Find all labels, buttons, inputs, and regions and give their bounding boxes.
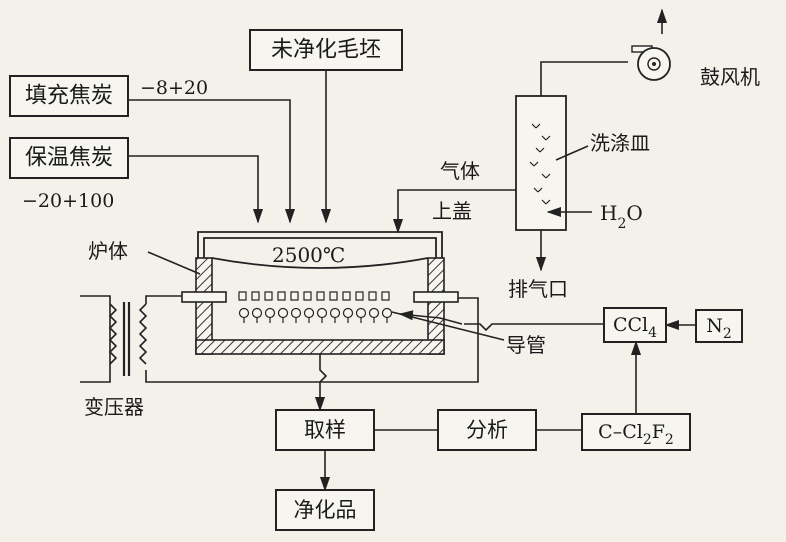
scrubber xyxy=(515,95,567,231)
left-electrode xyxy=(181,291,227,303)
cclf-box xyxy=(581,413,691,451)
ccl4-supply-line xyxy=(464,323,604,332)
insulation-coke-box xyxy=(9,137,129,179)
transformer xyxy=(80,295,479,383)
temperature-label: 2500℃ xyxy=(272,243,345,267)
fan-icon xyxy=(631,45,671,81)
exhaust-label: 排气口 xyxy=(508,277,568,301)
furnace-to-sampling-line xyxy=(314,354,328,412)
lid-label: 上盖 xyxy=(432,199,472,223)
charge-surface-curve xyxy=(211,257,429,269)
conduit-line xyxy=(398,310,463,325)
right-electrode xyxy=(413,291,459,303)
cclf-label: C–Cl2F2 xyxy=(598,421,674,448)
filling-coke-box xyxy=(9,75,129,117)
scrubber-leader xyxy=(555,145,589,161)
insulation-coke-label: 保温焦炭 xyxy=(25,146,113,171)
insulation-coke-feed-line xyxy=(128,155,264,224)
purified-box xyxy=(275,489,375,531)
size-coarse-label: −20+100 xyxy=(22,190,114,212)
blower-duct xyxy=(540,61,628,96)
n2-label: N2 xyxy=(706,315,732,342)
ccl4-label: CCl4 xyxy=(613,314,657,341)
furnace-body-leader xyxy=(147,251,201,275)
conduit-nozzles xyxy=(238,307,393,323)
size-fine-label: −8+20 xyxy=(140,77,208,99)
furnace xyxy=(181,231,459,355)
conduit-leader xyxy=(391,311,505,341)
ccl4-box xyxy=(603,307,667,343)
furnace-bottom-wall xyxy=(195,339,445,355)
billet-row xyxy=(238,291,390,301)
filling-coke-feed-line xyxy=(128,99,296,224)
furnace-lid xyxy=(197,231,443,258)
gas-label: 气体 xyxy=(440,159,480,183)
n2-box xyxy=(695,309,743,343)
scrubber-label: 洗涤皿 xyxy=(590,131,650,155)
analysis-box xyxy=(437,409,537,451)
purified-label: 净化品 xyxy=(294,498,357,522)
blower-label: 鼓风机 xyxy=(700,65,760,89)
furnace-body-label: 炉体 xyxy=(88,239,128,263)
conduit-label: 导管 xyxy=(506,333,546,357)
transformer-label: 变压器 xyxy=(84,395,144,419)
sampling-label: 取样 xyxy=(304,418,346,442)
water-label: H2O xyxy=(600,201,643,232)
gas-line xyxy=(392,189,516,234)
raw-billet-label: 未净化毛坯 xyxy=(271,38,381,63)
filling-coke-label: 填充焦炭 xyxy=(25,84,113,109)
analysis-label: 分析 xyxy=(466,418,508,442)
